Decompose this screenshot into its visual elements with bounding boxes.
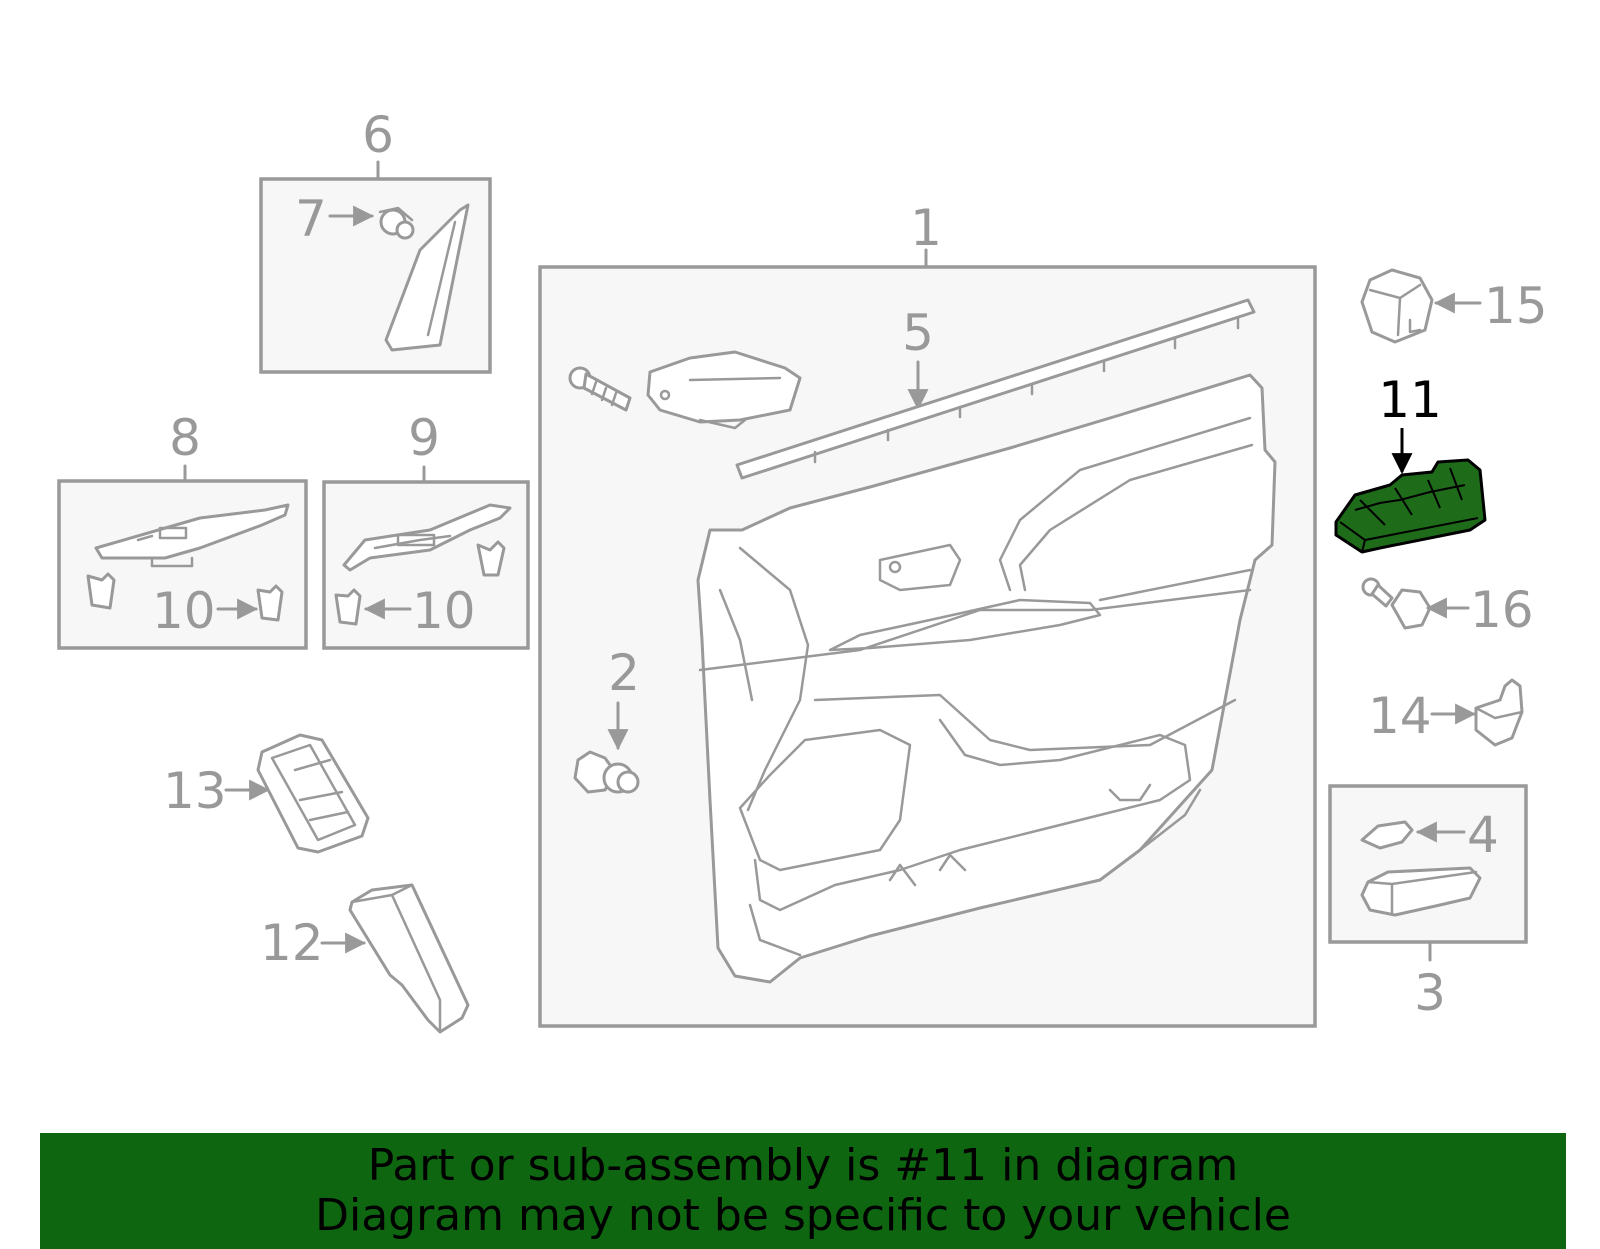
callout-10a[interactable]: 10 — [152, 582, 216, 640]
clip-part-4[interactable] — [1360, 820, 1414, 850]
callout-3[interactable]: 3 — [1414, 964, 1446, 1022]
power-window-master-switch-part-11[interactable] — [1334, 458, 1487, 554]
pull-handle-bracket[interactable] — [646, 350, 802, 430]
clip-part-10-left-b[interactable] — [256, 584, 284, 622]
clip-part-2[interactable] — [573, 750, 640, 794]
bulb-part-16[interactable] — [1361, 577, 1432, 630]
screw-part[interactable] — [568, 366, 632, 412]
callout-15[interactable]: 15 — [1484, 277, 1548, 335]
callout-2[interactable]: 2 — [608, 644, 640, 702]
callout-8[interactable]: 8 — [169, 409, 201, 467]
switch-part-13[interactable] — [256, 733, 370, 854]
info-banner: Part or sub-assembly is #11 in diagram D… — [40, 1133, 1566, 1249]
callout-10b[interactable]: 10 — [412, 582, 476, 640]
callout-1[interactable]: 1 — [910, 199, 942, 257]
weatherstrip-part-5[interactable] — [735, 298, 1256, 480]
callout-9[interactable]: 9 — [408, 409, 440, 467]
switch-bezel-part-8[interactable] — [94, 503, 290, 568]
cover-part-3[interactable] — [1360, 866, 1482, 917]
callout-11[interactable]: 11 — [1378, 371, 1442, 429]
callout-7[interactable]: 7 — [295, 190, 327, 248]
door-trim-panel[interactable] — [696, 373, 1277, 984]
callout-13[interactable]: 13 — [163, 762, 227, 820]
switch-part-14[interactable] — [1474, 678, 1524, 747]
callout-5[interactable]: 5 — [902, 304, 934, 362]
banner-line-1: Part or sub-assembly is #11 in diagram — [367, 1140, 1239, 1191]
callout-14[interactable]: 14 — [1368, 687, 1432, 745]
switch-bezel-part-9[interactable] — [342, 503, 512, 572]
group-box-3 — [1328, 784, 1528, 962]
callout-4[interactable]: 4 — [1467, 806, 1499, 864]
clip-part-10-left-a[interactable] — [86, 572, 116, 610]
callout-6[interactable]: 6 — [362, 106, 394, 164]
clip-part-10-right-a[interactable] — [476, 540, 506, 577]
garnish-part-6[interactable] — [384, 203, 470, 352]
switch-part-12[interactable] — [348, 883, 470, 1034]
switch-part-15[interactable] — [1360, 268, 1434, 344]
callout-16[interactable]: 16 — [1470, 581, 1534, 639]
clip-part-10-right-b[interactable] — [334, 588, 362, 626]
callout-12[interactable]: 12 — [260, 914, 324, 972]
banner-line-2: Diagram may not be specific to your vehi… — [315, 1190, 1291, 1241]
clip-part-7[interactable] — [378, 206, 415, 240]
